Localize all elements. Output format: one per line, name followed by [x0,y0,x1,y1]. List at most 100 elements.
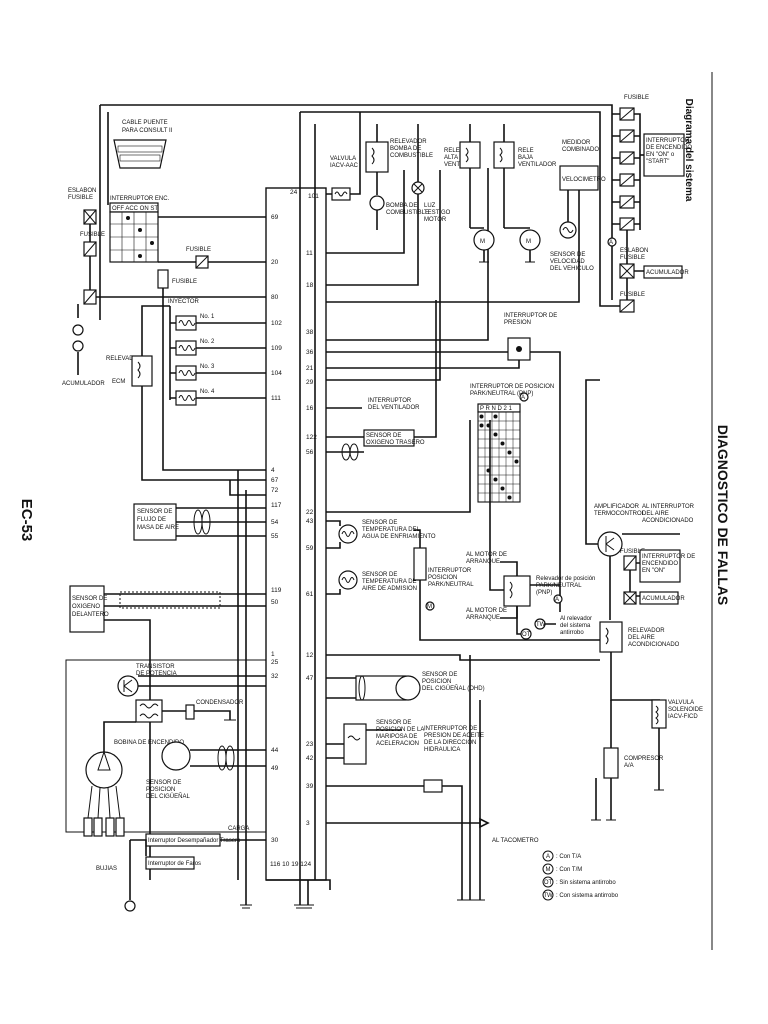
ecm-pin-left: 4 [271,467,275,474]
svg-text:FUSIBLE: FUSIBLE [620,549,645,555]
interruptor-encendido-on-start [643,133,685,177]
fusible-right-label: FUSIBLE [620,292,645,298]
svg-text:TESTIGO: TESTIGO [424,210,451,216]
legend-symbol [542,863,554,875]
ecm-pin-left: 54 [271,519,279,526]
svg-text:PRESION: PRESION [504,320,531,326]
page-number: EC-53 [18,499,35,542]
legend-text: : Con T/M [556,867,582,873]
svg-text:DEL VENTILADOR: DEL VENTILADOR [368,405,420,411]
valvula-iacv-label: VALVULA [330,156,356,162]
svg-text:ALTA: ALTA [444,155,458,161]
svg-text:FUSIBLE: FUSIBLE [620,255,645,261]
pnp-contact [493,414,498,419]
svg-text:BOMBA DE: BOMBA DE [390,146,421,152]
svg-text:SENSOR DE: SENSOR DE [376,720,411,726]
bomba-combustible [369,195,385,211]
rele-alta-ventilador [459,141,481,169]
ecm-pin-right: 42 [306,755,314,762]
legend-text: : Sin sistema antirrobo [556,880,616,886]
svg-text:BOMBA DE: BOMBA DE [386,203,417,209]
sensor-temperatura-aire [338,570,358,590]
pnp-contact [479,414,484,419]
svg-text:TEMPERATURA DEL: TEMPERATURA DEL [362,527,421,533]
svg-text:BAJA: BAJA [518,155,533,161]
svg-text:No. 2: No. 2 [200,339,215,345]
pnp-contact [507,495,512,500]
ecm-pin-left: 109 [271,345,282,352]
svg-text:AMPLIFICADOR: AMPLIFICADOR [594,504,640,510]
svg-text:SENSOR DE: SENSOR DE [550,252,585,258]
ecm-pin-right: 38 [306,329,314,336]
ecm-pin-left: 1 [271,651,275,658]
pnp-contact [479,423,484,428]
relevador-ecm-label: RELEVADOR [106,356,143,362]
svg-text:ECM: ECM [112,379,125,385]
legend-symbol [542,850,554,862]
ecm-pin-right: 47 [306,675,314,682]
svg-text:INTERRUPTOR: INTERRUPTOR [646,138,690,144]
svg-text:LUZ: LUZ [424,203,436,209]
relevador-bomba-combustible [365,141,389,173]
ecm-pin-left: 111 [271,395,281,402]
interruptor-enc-label: INTERRUPTOR ENC. [110,196,170,202]
svg-text:DE POTENCIA: DE POTENCIA [136,671,177,677]
diagram-subtitle: Diagrama del sistema [683,99,694,202]
svg-text:A: A [521,395,525,401]
svg-text:DEL CIGÜEÑAL (OHD): DEL CIGÜEÑAL (OHD) [422,685,485,692]
amplificador-termocontrol [597,531,623,557]
svg-text:IACV-AAC: IACV-AAC [330,163,359,169]
sensor-oxigeno-delantero [69,585,105,633]
svg-text:P R N D 2 1: P R N D 2 1 [480,406,513,412]
section-title: DIAGNOSTICO DE FALLAS [715,425,731,605]
bujias [83,817,125,837]
svg-text:SOLENOIDE: SOLENOIDE [668,707,703,713]
svg-text:DELANTERO: DELANTERO [72,612,109,618]
rele-baja-ventilador [493,141,515,169]
svg-text:DE ENCENDIDO: DE ENCENDIDO [646,145,692,151]
ecm-pin-left: 32 [271,673,279,680]
legend-symbol-text: OT [544,880,553,886]
svg-text:COMBUSTIBLE: COMBUSTIBLE [390,153,433,159]
interruptor-encendido-on [639,549,681,583]
injector-4: No. 4 [175,389,215,406]
svg-text:MARIPOSA DE: MARIPOSA DE [376,734,417,740]
ecm-pin-right: 11 [306,250,313,257]
svg-text:SENSOR DE: SENSOR DE [366,433,401,439]
ecm-pin-right: 18 [306,282,314,289]
ecm-pin-left: 67 [271,477,279,484]
ecm-pin-right: 23 [306,741,314,748]
interruptor-faros [145,856,195,870]
ecm-pin-right: 56 [306,449,314,456]
svg-text:SENSOR DE: SENSOR DE [72,596,107,602]
svg-text:SENSOR DE: SENSOR DE [137,509,172,515]
acumulador-bottom [124,900,136,912]
ecm-pin-left: 50 [271,599,279,606]
svg-text:M: M [427,604,432,610]
ignition-frame [65,659,267,833]
interruptor-presion-aceite [423,779,443,793]
svg-text:ACUMULADOR: ACUMULADOR [642,596,685,602]
svg-text:OFF ACC ON ST: OFF ACC ON ST [112,206,158,212]
svg-text:OXIGENO TRASERO: OXIGENO TRASERO [366,440,425,446]
svg-text:MOTOR: MOTOR [424,217,447,223]
svg-text:ARRANQUE: ARRANQUE [466,615,500,621]
carga-label: CARGA [228,826,249,832]
relevador-aire-acondicionado [599,621,623,653]
svg-text:IACV-FICD: IACV-FICD [668,714,698,720]
injector-1: No. 1 [175,314,215,331]
legend: A: Con T/AM: Con T/MOT: Sin sistema anti… [542,850,619,901]
ecm-pin-left: 72 [271,487,279,494]
svg-text:MASA DE AIRE: MASA DE AIRE [137,525,179,531]
injector-3: No. 3 [175,364,215,381]
svg-text:RELEVADOR: RELEVADOR [390,139,427,145]
svg-text:TW: TW [536,622,546,628]
svg-text:ACONDICIONADO: ACONDICIONADO [642,518,694,524]
svg-text:RELEVADOR: RELEVADOR [628,628,665,634]
svg-text:"START": "START" [646,159,669,165]
svg-text:No. 3: No. 3 [200,364,215,370]
ecm-bottom-pins: 116 10 19 124 [270,861,311,868]
bobina-label: BOBINA DE ENCENDIDO [114,740,184,746]
svg-text:VALVULA: VALVULA [668,700,694,706]
ecm-pin-left: 49 [271,765,279,772]
